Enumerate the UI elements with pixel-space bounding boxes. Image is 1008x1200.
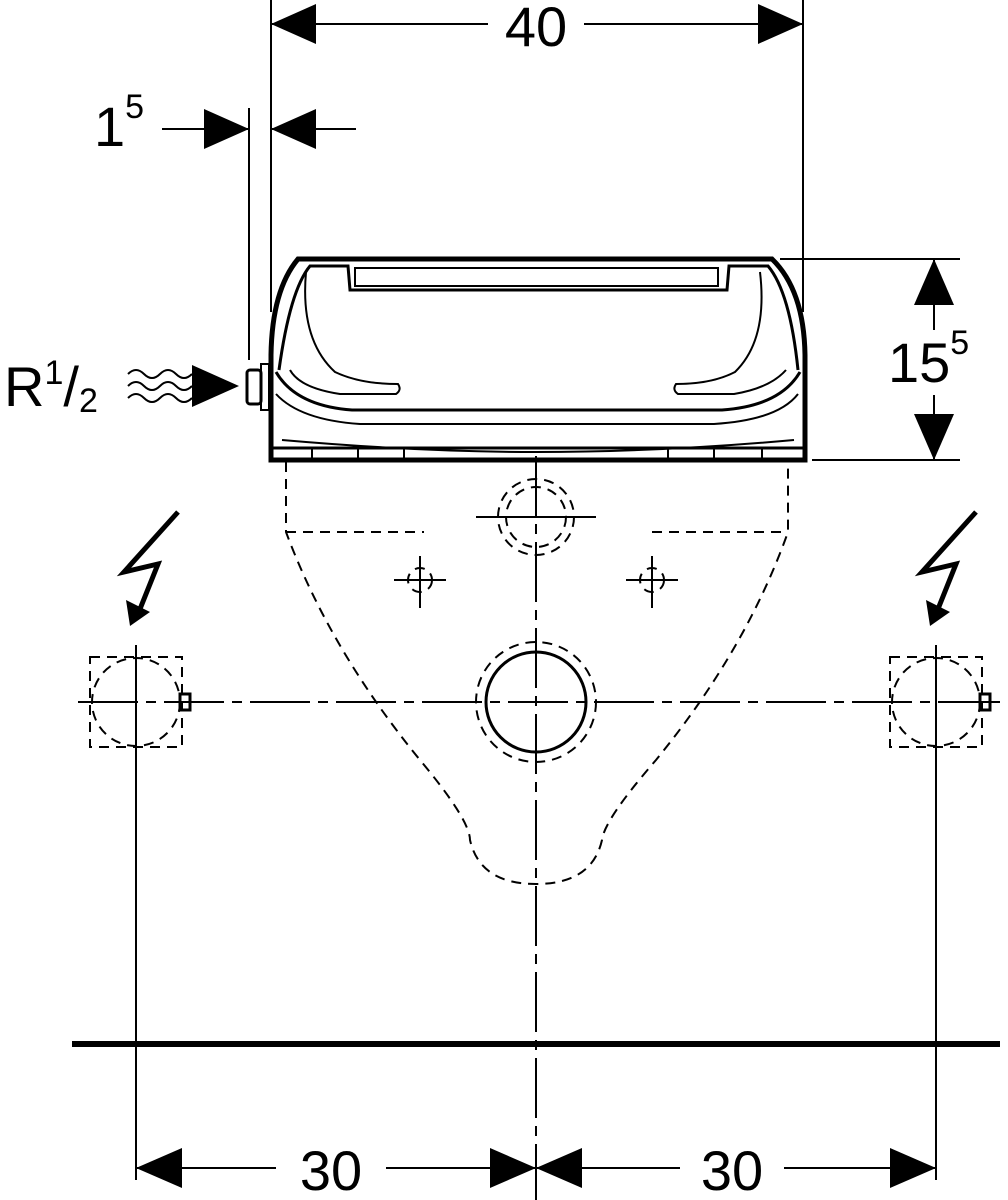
dimension-right-spacing: 30 bbox=[536, 1139, 936, 1200]
connection-arrow-icon bbox=[192, 365, 239, 407]
water-connection-callout: R1/2 bbox=[4, 354, 270, 420]
connection-label: R1/2 bbox=[4, 354, 98, 420]
dimension-height: 155 bbox=[780, 258, 969, 461]
dimension-offset: 15 bbox=[94, 88, 356, 360]
height-label: 155 bbox=[888, 324, 969, 394]
left-spacing-label: 30 bbox=[300, 1139, 362, 1200]
lightning-bolt-icon bbox=[116, 510, 180, 626]
electrical-socket-left bbox=[89, 645, 202, 1180]
lightning-bolt-icon bbox=[914, 510, 978, 626]
drain-hole-small bbox=[476, 478, 596, 556]
width-label: 40 bbox=[505, 0, 567, 58]
wave-symbol-icon bbox=[127, 369, 193, 403]
fixing-point-right bbox=[626, 556, 678, 608]
electrical-socket-right bbox=[889, 645, 1000, 1180]
right-spacing-label: 30 bbox=[701, 1139, 763, 1200]
device-body bbox=[268, 256, 808, 463]
dimension-width-top: 40 bbox=[270, 0, 804, 312]
fixing-point-left bbox=[394, 556, 446, 608]
offset-label: 15 bbox=[94, 88, 144, 158]
ceramic-outline bbox=[285, 462, 789, 886]
dimension-left-spacing: 30 bbox=[136, 1139, 536, 1200]
device-feet bbox=[311, 448, 763, 460]
